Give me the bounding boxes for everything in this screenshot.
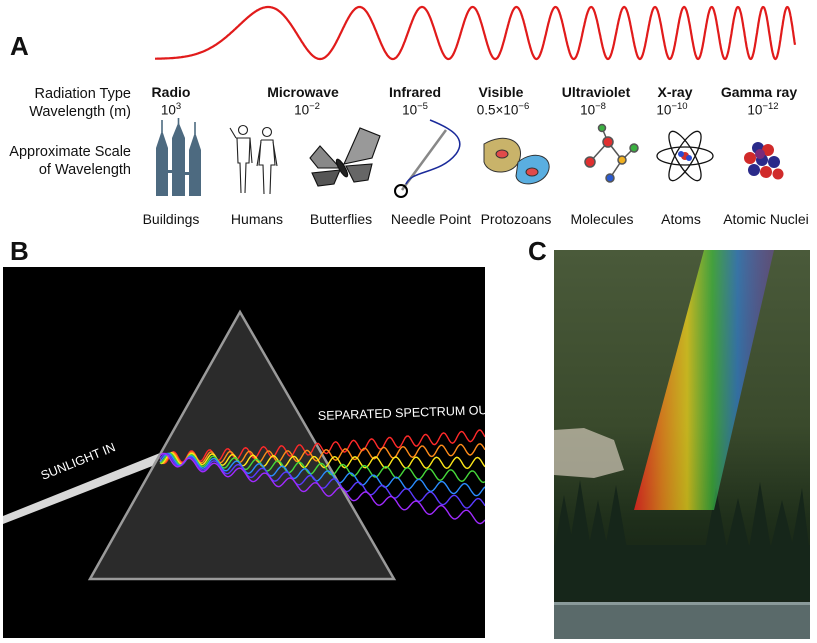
- protozoan-icon: [483, 137, 550, 185]
- spectrum-out-label: SEPARATED SPECTRUM OUT: [318, 403, 485, 423]
- sunlight-beam: [3, 453, 160, 524]
- scale-label-line1: Approximate Scale: [9, 144, 131, 160]
- wavelength-radio: 103: [160, 101, 182, 118]
- wavelength-ultraviolet: 10−8: [580, 101, 606, 118]
- radiation-type-label: Radiation Type: [34, 86, 131, 102]
- spectrum-wave-2: [159, 452, 485, 470]
- scale-icons: [156, 118, 784, 198]
- spectrum-wave-6: [159, 452, 485, 525]
- scale-humans: Humans: [230, 211, 284, 227]
- type-ultraviolet: Ultraviolet: [561, 84, 631, 100]
- wavelength-visible: 0.5×10−6: [476, 101, 530, 118]
- scale-butterflies: Butterflies: [309, 211, 373, 227]
- panel-label-b: B: [10, 236, 29, 266]
- wavelength-gamma: 10−12: [747, 101, 779, 118]
- trees: [554, 480, 810, 600]
- type-gamma: Gamma ray: [720, 84, 798, 100]
- panel-label-a: A: [10, 31, 29, 61]
- type-xray: X-ray: [657, 84, 693, 100]
- butterfly-icon: [309, 127, 381, 187]
- rainbow-photo: [554, 250, 810, 639]
- spectrum-wave-5: [159, 452, 485, 509]
- spectrum-wave-3: [159, 452, 485, 484]
- wavelength-xray: 10−10: [656, 101, 688, 118]
- scale-buildings: Buildings: [142, 211, 200, 227]
- wavelength-label: Wavelength (m): [29, 104, 131, 120]
- spectrum-wave-4: [159, 452, 485, 497]
- spectrum-waves: [159, 429, 485, 525]
- type-visible: Visible: [478, 84, 524, 100]
- needle-icon: [394, 119, 461, 198]
- atom-icon: [656, 130, 714, 182]
- cliff: [554, 428, 624, 478]
- scale-atomic-nuclei: Atomic Nuclei: [723, 211, 809, 227]
- scale-needle-point: Needle Point: [390, 211, 472, 227]
- rainbow: [634, 250, 774, 510]
- scale-atoms: Atoms: [661, 211, 701, 227]
- lake: [554, 602, 810, 639]
- frequency-wave: [155, 5, 797, 61]
- nucleus-icon: [744, 142, 784, 180]
- type-microwave: Microwave: [267, 84, 339, 100]
- type-infrared: Infrared: [388, 84, 442, 100]
- scale-label-line2: of Wavelength: [38, 162, 131, 178]
- prism: [87, 309, 397, 581]
- type-radio: Radio: [151, 84, 191, 100]
- prism-diagram: SUNLIGHT IN SEPARATED SPECTRUM OUT: [3, 267, 485, 638]
- wave-line: [155, 5, 797, 61]
- humans-icon: [229, 124, 278, 195]
- molecule-icon: [584, 123, 639, 183]
- scale-protozoans: Protozoans: [480, 211, 552, 227]
- wavelength-infrared: 10−5: [402, 101, 428, 118]
- buildings-icon: [156, 118, 201, 196]
- wavelength-microwave: 10−2: [294, 101, 320, 118]
- scale-molecules: Molecules: [570, 211, 634, 227]
- panel-label-c: C: [528, 236, 547, 266]
